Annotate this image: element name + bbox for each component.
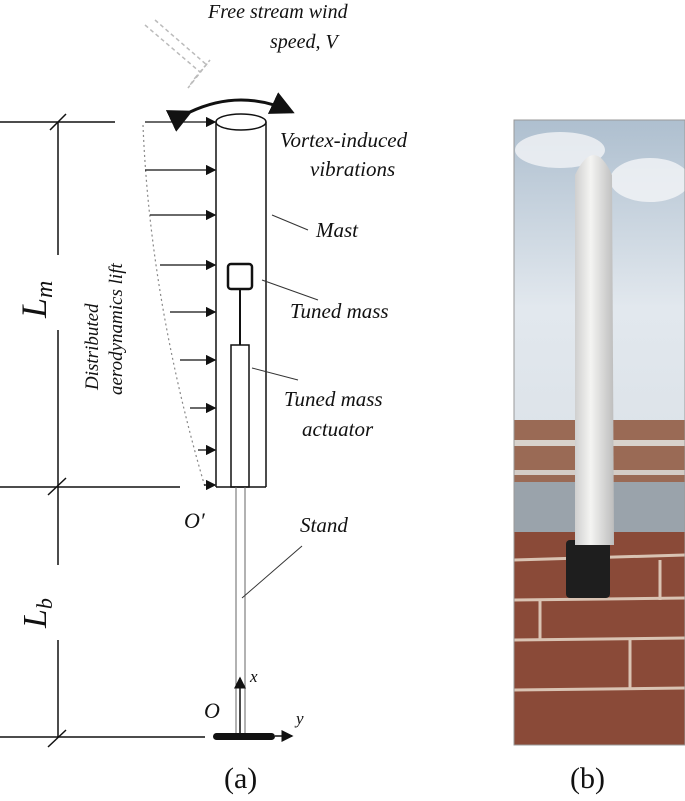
tuned-mass bbox=[226, 262, 254, 291]
mast-label: Mast bbox=[315, 218, 359, 242]
leader-lines bbox=[241, 214, 319, 599]
vortex-label-2: vibrations bbox=[310, 157, 395, 181]
caption-b: (b) bbox=[570, 762, 605, 795]
vortex-label-1: Vortex-induced bbox=[280, 128, 408, 152]
lift-label-1: Distributed bbox=[82, 303, 103, 391]
photo-mast-base bbox=[566, 540, 610, 598]
y-axis-label: y bbox=[294, 709, 304, 728]
wind-label-1: Free stream wind bbox=[207, 1, 349, 23]
lb-label: Lb bbox=[17, 598, 57, 629]
origin-label: O bbox=[204, 698, 220, 723]
caption-a: (a) bbox=[224, 762, 257, 795]
actuator-label-1: Tuned mass bbox=[284, 387, 383, 411]
lift-distribution-curve bbox=[142, 124, 206, 488]
wind-label-2: speed, V bbox=[270, 31, 341, 53]
lift-label-2: aerodynamics lift bbox=[106, 263, 127, 395]
photo-b bbox=[513, 119, 685, 746]
tuned-mass-actuator bbox=[230, 344, 250, 488]
lift-arrows bbox=[145, 116, 217, 491]
x-axis-label: x bbox=[249, 667, 258, 686]
lm-label: Lm bbox=[14, 281, 58, 319]
wind-arrow-icon bbox=[144, 19, 211, 89]
dimension-lines bbox=[0, 113, 205, 748]
stand-label: Stand bbox=[300, 513, 348, 537]
stand bbox=[235, 487, 246, 733]
tuned-mass-label: Tuned mass bbox=[290, 299, 389, 323]
base-plate bbox=[213, 733, 275, 740]
actuator-label-2: actuator bbox=[302, 417, 374, 441]
vibration-arrow-icon bbox=[165, 92, 295, 132]
origin-top-label: O′ bbox=[184, 508, 206, 533]
photo-mast bbox=[575, 155, 614, 545]
